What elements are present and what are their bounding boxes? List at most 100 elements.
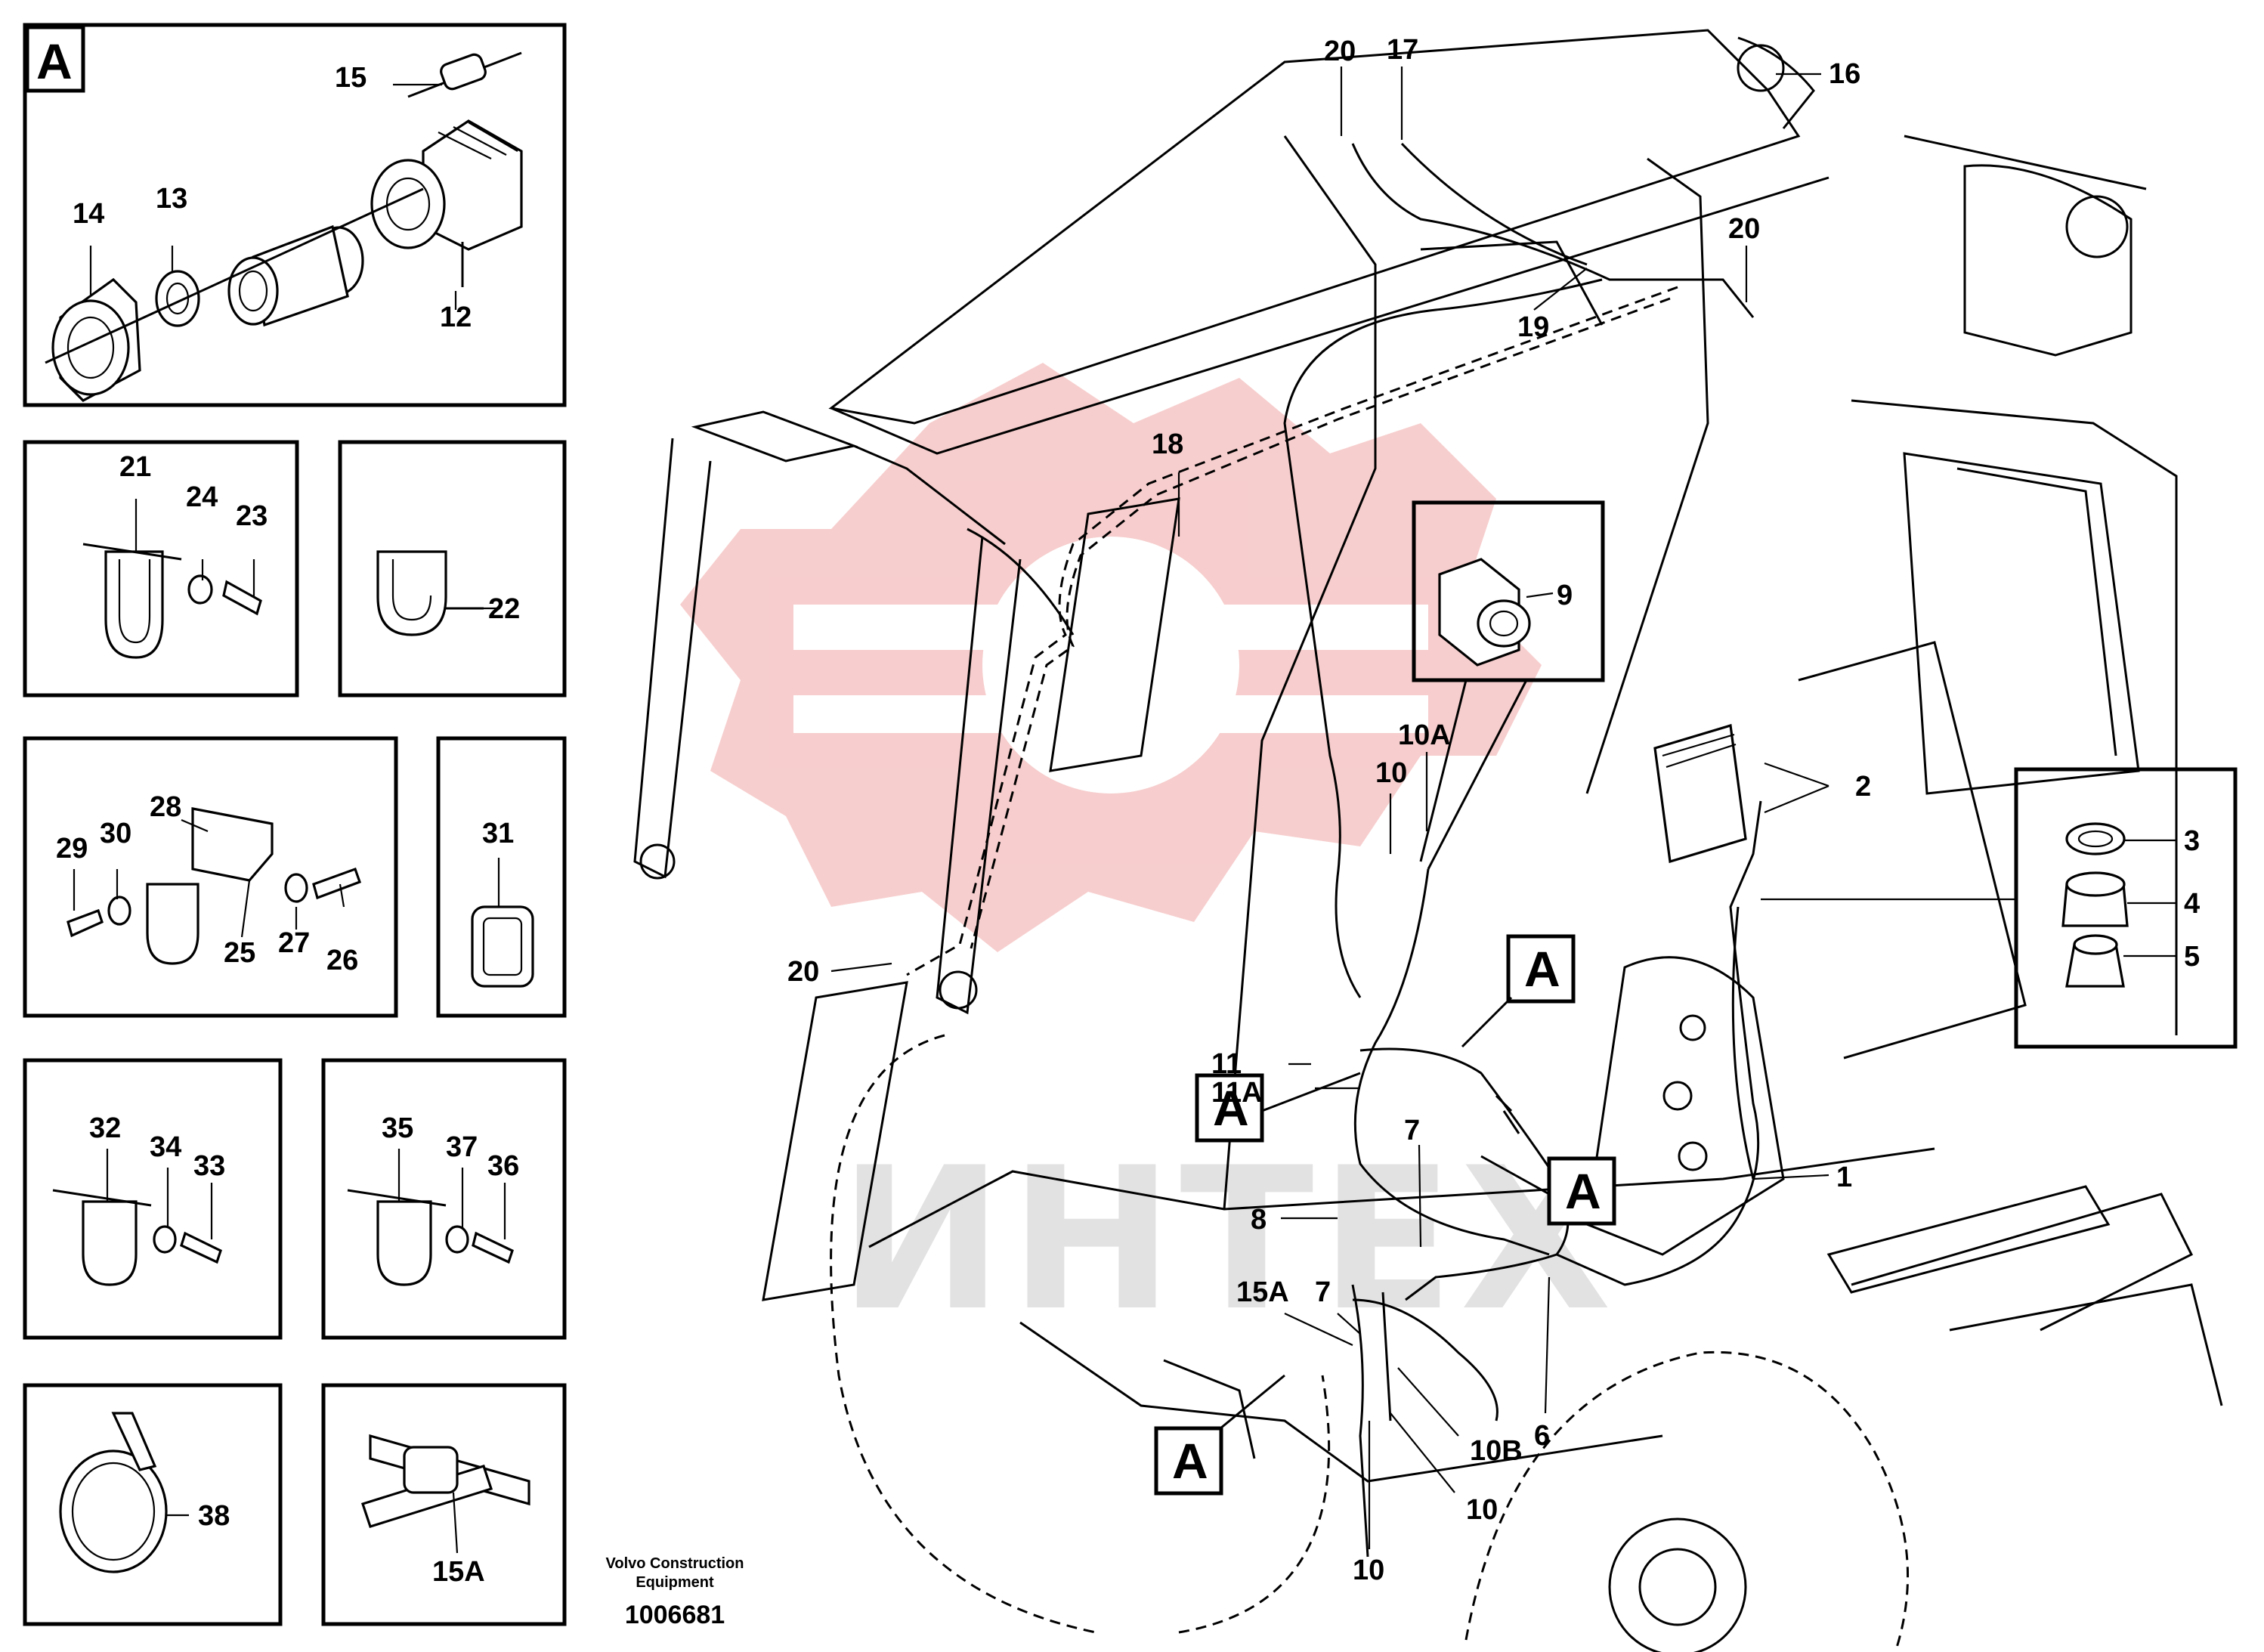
callout-21: 21 [119, 451, 151, 483]
junction-15a [360, 1434, 530, 1528]
callout-11a: 11A [1211, 1077, 1263, 1109]
leader-lines [73, 67, 2176, 1554]
callout-33: 33 [193, 1150, 225, 1182]
detail-ref-box-2 [1195, 1073, 1264, 1143]
watermark: ИНТЕХ [680, 363, 1618, 1354]
callout-1: 1 [1836, 1162, 1852, 1193]
callout-20-right: 20 [1728, 213, 1760, 245]
detail-9-parts [1419, 558, 1531, 870]
detail-35-frame [321, 1058, 567, 1340]
detail-a-parts [45, 51, 523, 402]
switch-connector-icon [1438, 558, 1531, 667]
washer-icon [155, 270, 200, 327]
callout-labels: 15 14 13 12 21 24 23 22 28 29 30 25 27 2… [56, 34, 2200, 1588]
callout-24: 24 [186, 481, 218, 513]
detail-ref-box-1 [1506, 934, 1576, 1004]
detail-ref-box-3 [1547, 1156, 1616, 1226]
callout-12: 12 [440, 302, 472, 333]
callout-10-upper: 10 [1375, 757, 1407, 789]
drawing-number: 1006681 [625, 1601, 725, 1629]
callout-10-bottom: 10 [1353, 1555, 1384, 1586]
company-name: Volvo Construction [606, 1555, 744, 1572]
callout-7-upper: 7 [1404, 1115, 1420, 1146]
callout-2: 2 [1855, 771, 1871, 803]
callout-14: 14 [73, 198, 104, 230]
wiring-harness [906, 142, 1762, 1558]
callout-26: 26 [326, 945, 358, 976]
clamp-35 [347, 1189, 514, 1286]
detail-3-5-frame [2014, 767, 2238, 1049]
watermark-gear-icon [680, 363, 1542, 952]
detail-a-header-box [25, 25, 85, 93]
detail-22-frame [338, 440, 567, 698]
clamp-22 [376, 550, 484, 636]
detail-31-frame [436, 736, 567, 1018]
detail-frames: A [23, 23, 2238, 1626]
detail-ref-label-1: A [1524, 941, 1560, 997]
detail-3-5-parts [2061, 822, 2129, 988]
detail-a-header: A [36, 33, 73, 89]
callout-22: 22 [488, 593, 520, 625]
callout-29: 29 [56, 833, 88, 865]
detail-28-frame [23, 736, 398, 1018]
callout-9: 9 [1557, 580, 1573, 611]
callout-30: 30 [100, 818, 131, 849]
callout-15a-detail: 15A [432, 1556, 485, 1588]
callout-18: 18 [1152, 428, 1183, 460]
clamp-28 [66, 807, 362, 965]
callout-20-left: 20 [787, 956, 819, 988]
callout-34: 34 [150, 1131, 181, 1163]
callout-20-top: 20 [1324, 36, 1356, 67]
callout-7-lower: 7 [1315, 1276, 1331, 1308]
company-name-line2: Equipment [636, 1574, 714, 1591]
detail-a-frame [23, 23, 567, 407]
cable-tie-38 [59, 1412, 168, 1573]
callout-37: 37 [446, 1131, 478, 1163]
lock-nut-icon [2065, 822, 2126, 855]
detail-ref-box-4 [1154, 1426, 1223, 1496]
clamp-32 [52, 1189, 222, 1286]
sensor-fitting-icon [227, 224, 364, 327]
title-block: Volvo Construction Equipment 1006681 [606, 1555, 744, 1629]
detail-38-frame [23, 1383, 283, 1626]
callout-31: 31 [482, 818, 514, 849]
connector-housing-icon [370, 119, 523, 287]
callout-3: 3 [2184, 825, 2200, 857]
loader-machine-drawing [633, 29, 2223, 1652]
detail-ref-label-2: A [1213, 1080, 1249, 1136]
watermark-text: ИНТЕХ [839, 1126, 1618, 1354]
detail-9-frame [1412, 500, 1605, 682]
callout-38: 38 [198, 1500, 230, 1532]
detail-21-frame [23, 440, 299, 698]
callout-8: 8 [1251, 1204, 1267, 1236]
control-unit-icon [1653, 723, 1747, 864]
callout-27: 27 [278, 927, 310, 959]
nut-icon [45, 187, 424, 402]
callout-25: 25 [224, 937, 255, 969]
callout-6: 6 [1534, 1420, 1550, 1452]
callout-16: 16 [1829, 58, 1860, 90]
detail-ref-boxes: A A A A [1154, 934, 1616, 1496]
callout-4: 4 [2184, 888, 2200, 920]
callout-11: 11 [1211, 1048, 1242, 1080]
callout-10-lower: 10 [1466, 1494, 1498, 1526]
callout-10a-upper: 10A [1398, 719, 1451, 751]
callout-23: 23 [236, 500, 268, 532]
callout-10b: 10B [1470, 1435, 1523, 1467]
detail-15a-frame [321, 1383, 567, 1626]
callout-19: 19 [1517, 311, 1549, 343]
callout-5: 5 [2184, 941, 2200, 973]
clamp-21 [82, 543, 262, 659]
detail-ref-label-3: A [1565, 1163, 1601, 1219]
callout-32: 32 [89, 1112, 121, 1144]
gland-cap-icon [2065, 934, 2125, 988]
callout-15a-main: 15A [1236, 1276, 1289, 1308]
callout-15: 15 [335, 62, 367, 94]
detail-ref-label-4: A [1172, 1433, 1208, 1489]
callout-35: 35 [382, 1112, 413, 1144]
detail-32-frame [23, 1058, 283, 1340]
callout-17: 17 [1387, 34, 1418, 66]
grommet-31 [471, 905, 534, 988]
callout-36: 36 [487, 1150, 519, 1182]
